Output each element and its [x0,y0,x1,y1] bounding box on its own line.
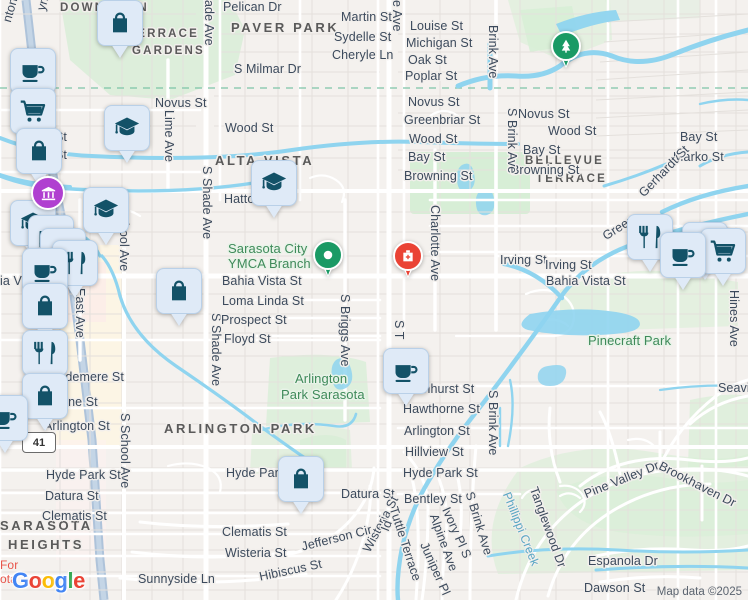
coffee-cup-marker[interactable] [660,232,706,290]
shopping-cart-marker[interactable] [700,228,746,286]
logo-letter: G [12,568,29,593]
graduation-cap-marker[interactable] [104,105,150,163]
shopping-bag-marker[interactable] [278,456,324,514]
coffee-cup-icon [10,48,56,94]
shopping-bag-marker[interactable] [22,373,68,431]
shopping-cart-marker[interactable] [10,88,56,146]
logo-letter: e [73,568,85,593]
logo-letter: l [67,568,74,593]
google-logo[interactable]: G o o g l e [12,568,85,594]
shopping-bag-icon [22,373,68,419]
shopping-bag-marker[interactable] [156,268,202,326]
coffee-cup-marker[interactable] [0,395,28,453]
shopping-bag-icon [16,128,62,174]
shopping-bag-marker[interactable] [97,0,143,58]
highway-shield-41[interactable]: 41 [22,432,56,453]
graduation-cap-icon [251,160,297,206]
shopping-cart-icon [700,228,746,274]
logo-letter: o [28,568,42,593]
shopping-bag-icon [278,456,324,502]
shopping-cart-icon [10,88,56,134]
fork-knife-icon [22,330,68,376]
pharmacy-icon [393,241,423,271]
pharmacy-marker[interactable] [393,241,423,281]
shopping-bag-marker[interactable] [16,128,62,186]
park-dot-marker[interactable] [313,240,343,280]
map-data-attribution: Map data ©2025 [656,586,742,598]
museum-icon [31,176,65,210]
shopping-bag-icon [22,283,68,329]
graduation-cap-icon [104,105,150,151]
shopping-bag-icon [156,268,202,314]
logo-letter: g [54,568,68,593]
coffee-cup-icon [660,232,706,278]
coffee-cup-icon [383,348,429,394]
park-tree-marker[interactable] [551,31,581,71]
coffee-cup-icon [0,395,28,441]
graduation-cap-marker[interactable] [251,160,297,218]
park-dot-icon [313,240,343,270]
shopping-bag-icon [97,0,143,46]
highway-shield-label: 41 [32,436,46,449]
coffee-cup-marker[interactable] [383,348,429,406]
park-tree-icon [551,31,581,61]
graduation-cap-icon [83,187,129,233]
logo-letter: o [41,568,55,593]
graduation-cap-marker[interactable] [83,187,129,245]
